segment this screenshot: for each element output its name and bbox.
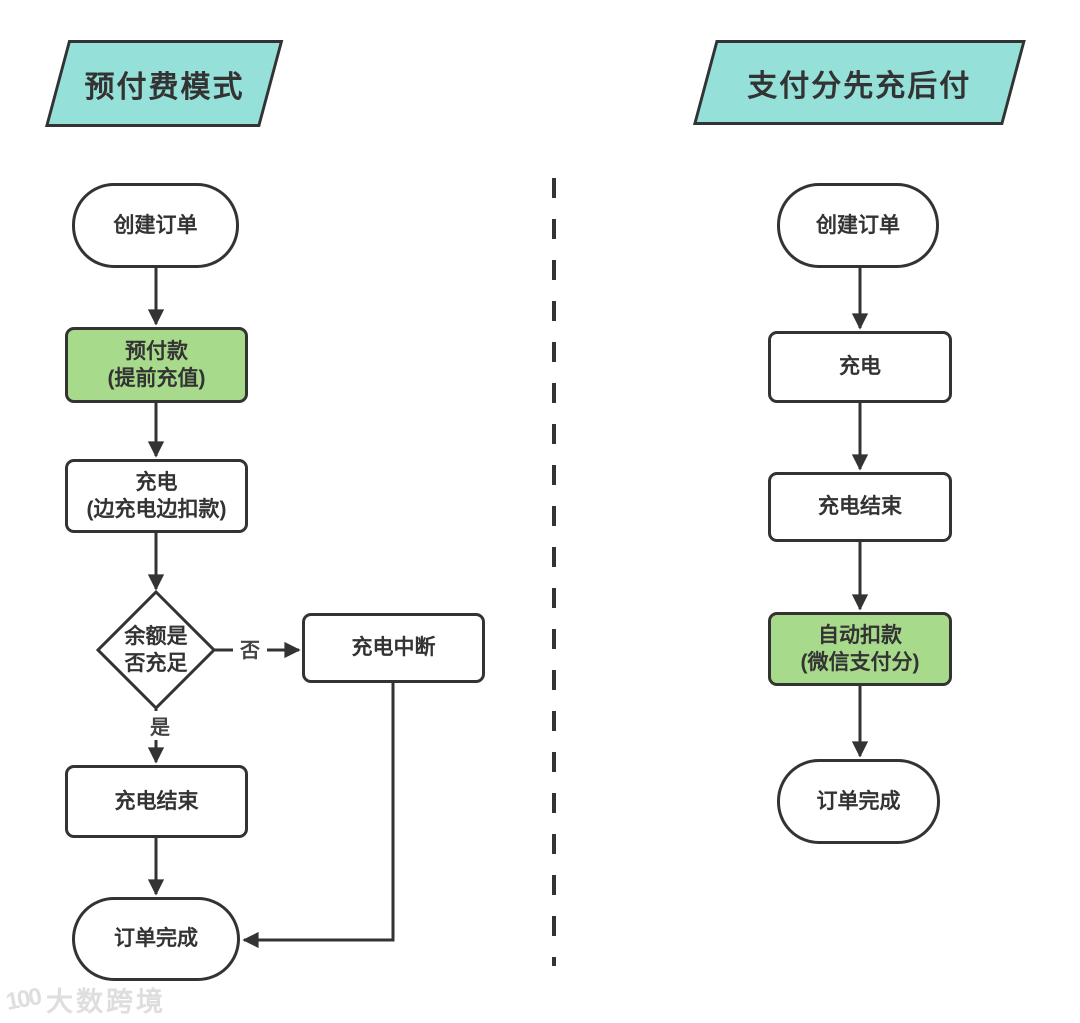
right-auto-deduct-label-line1: 自动扣款: [818, 623, 902, 647]
left-title-label: 预付费模式: [84, 70, 245, 104]
right-auto-deduct-label-line2: (微信支付分): [800, 651, 920, 674]
right-charge-end-label: 充电结束: [818, 495, 902, 519]
right-charging-node: 充电: [768, 331, 952, 403]
edge-label-yes: 是: [143, 711, 177, 740]
left-interrupt-node: 充电中断: [302, 613, 485, 683]
left-create-order-node: 创建订单: [72, 183, 239, 268]
right-order-done-label: 订单完成: [816, 789, 901, 813]
watermark-text: 大数跨境: [46, 987, 167, 1017]
left-charging-label-line1: 充电: [135, 470, 178, 494]
left-balance-decision-node: 余额是 否充足: [98, 592, 214, 708]
watermark-logo: 100: [3, 982, 43, 1016]
left-order-done-node: 订单完成: [72, 897, 240, 981]
watermark: 100 大数跨境: [3, 980, 167, 1019]
decision-diamond-shape: [95, 589, 217, 711]
right-title-label: 支付分先充后付: [747, 69, 972, 103]
left-charging-label-line2: (边充电边扣款): [86, 498, 227, 521]
left-title-banner: 预付费模式: [45, 40, 284, 127]
left-prepay-node: 预付款 (提前充值): [65, 327, 248, 403]
right-order-done-node: 订单完成: [777, 759, 940, 844]
left-interrupt-label: 充电中断: [351, 636, 436, 660]
right-create-order-label: 创建订单: [816, 213, 900, 237]
left-charge-end-node: 充电结束: [65, 765, 248, 838]
left-balance-decision-line1: 余额是: [124, 624, 188, 648]
left-charge-end-label: 充电结束: [114, 789, 199, 813]
left-order-done-label: 订单完成: [114, 927, 198, 951]
right-create-order-node: 创建订单: [777, 183, 939, 268]
left-charging-node: 充电 (边充电边扣款): [65, 459, 248, 533]
left-prepay-label-line1: 预付款: [125, 339, 188, 363]
left-create-order-label: 创建订单: [113, 213, 198, 237]
right-auto-deduct-node: 自动扣款 (微信支付分): [768, 612, 952, 686]
right-charge-end-node: 充电结束: [768, 472, 952, 542]
edge-label-no: 否: [233, 634, 267, 663]
left-prepay-label-line2: (提前充值): [107, 367, 206, 390]
right-charging-label: 充电: [839, 355, 881, 379]
flow-arrows: [147, 268, 869, 949]
right-title-banner: 支付分先充后付: [693, 40, 1026, 125]
left-balance-decision-line2: 否充足: [124, 652, 188, 675]
